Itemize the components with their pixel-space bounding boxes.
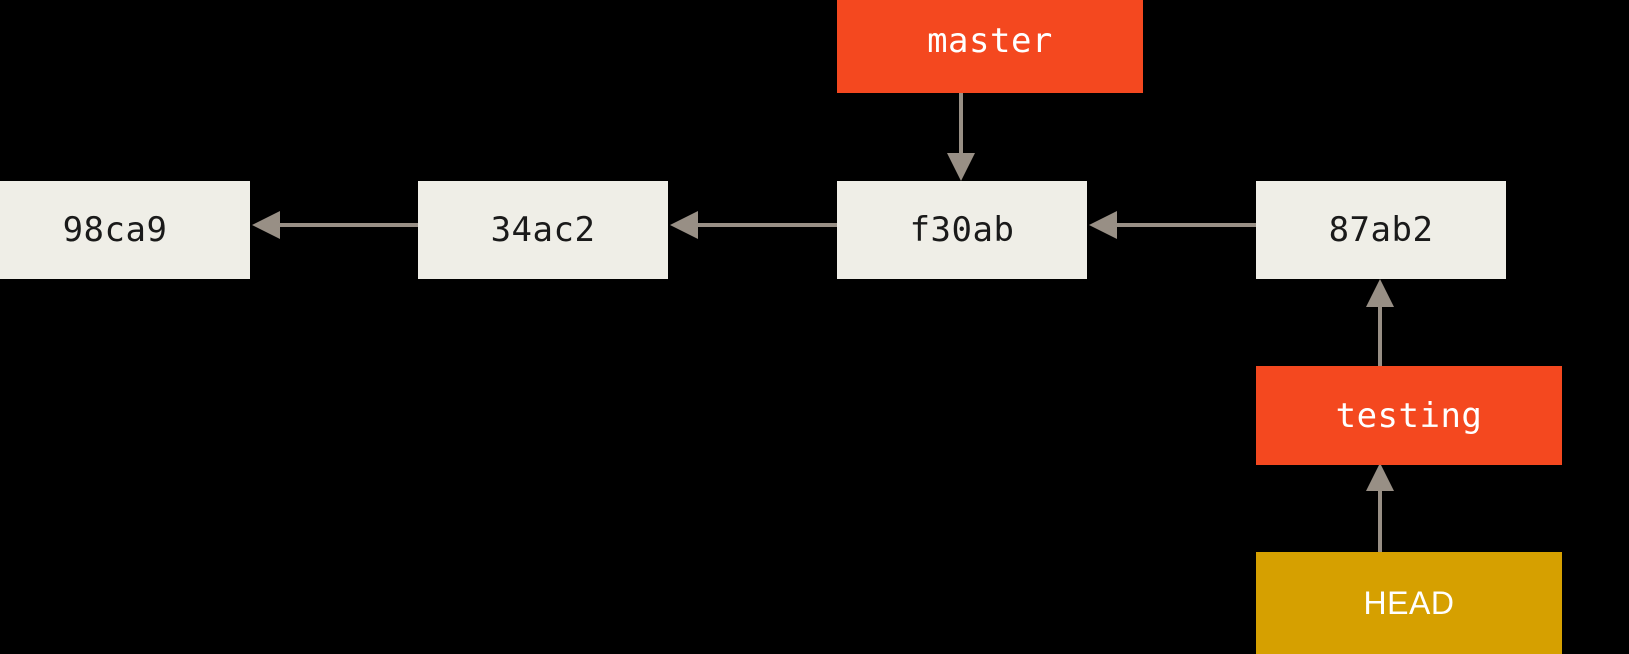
head-label: HEAD <box>1363 584 1455 621</box>
commit-node-f30ab[interactable]: f30ab <box>837 181 1087 279</box>
commit-label: f30ab <box>909 210 1015 250</box>
commit-label: 87ab2 <box>1328 210 1434 250</box>
commit-label: 34ac2 <box>490 210 596 250</box>
commit-node-34ac2[interactable]: 34ac2 <box>418 181 668 279</box>
edge-master-to-f30ab-arrow <box>941 93 981 183</box>
commit-label: 98ca9 <box>62 210 168 250</box>
branch-node-testing[interactable]: testing <box>1256 366 1562 465</box>
head-pointer-node[interactable]: HEAD <box>1256 552 1562 654</box>
branch-node-master[interactable]: master <box>837 0 1143 93</box>
edge-testing-to-87ab2-arrow <box>1360 279 1400 367</box>
commit-node-98ca9[interactable]: 98ca9 <box>0 181 250 279</box>
branch-label: testing <box>1335 395 1483 436</box>
edge-f30ab-to-34ac2-arrow <box>668 205 838 245</box>
branch-label: master <box>927 20 1053 61</box>
edge-head-to-testing-arrow <box>1360 463 1400 553</box>
edge-87ab2-to-f30ab-arrow <box>1087 205 1257 245</box>
edge-34ac2-to-98ca9-arrow <box>250 205 420 245</box>
commit-node-87ab2[interactable]: 87ab2 <box>1256 181 1506 279</box>
